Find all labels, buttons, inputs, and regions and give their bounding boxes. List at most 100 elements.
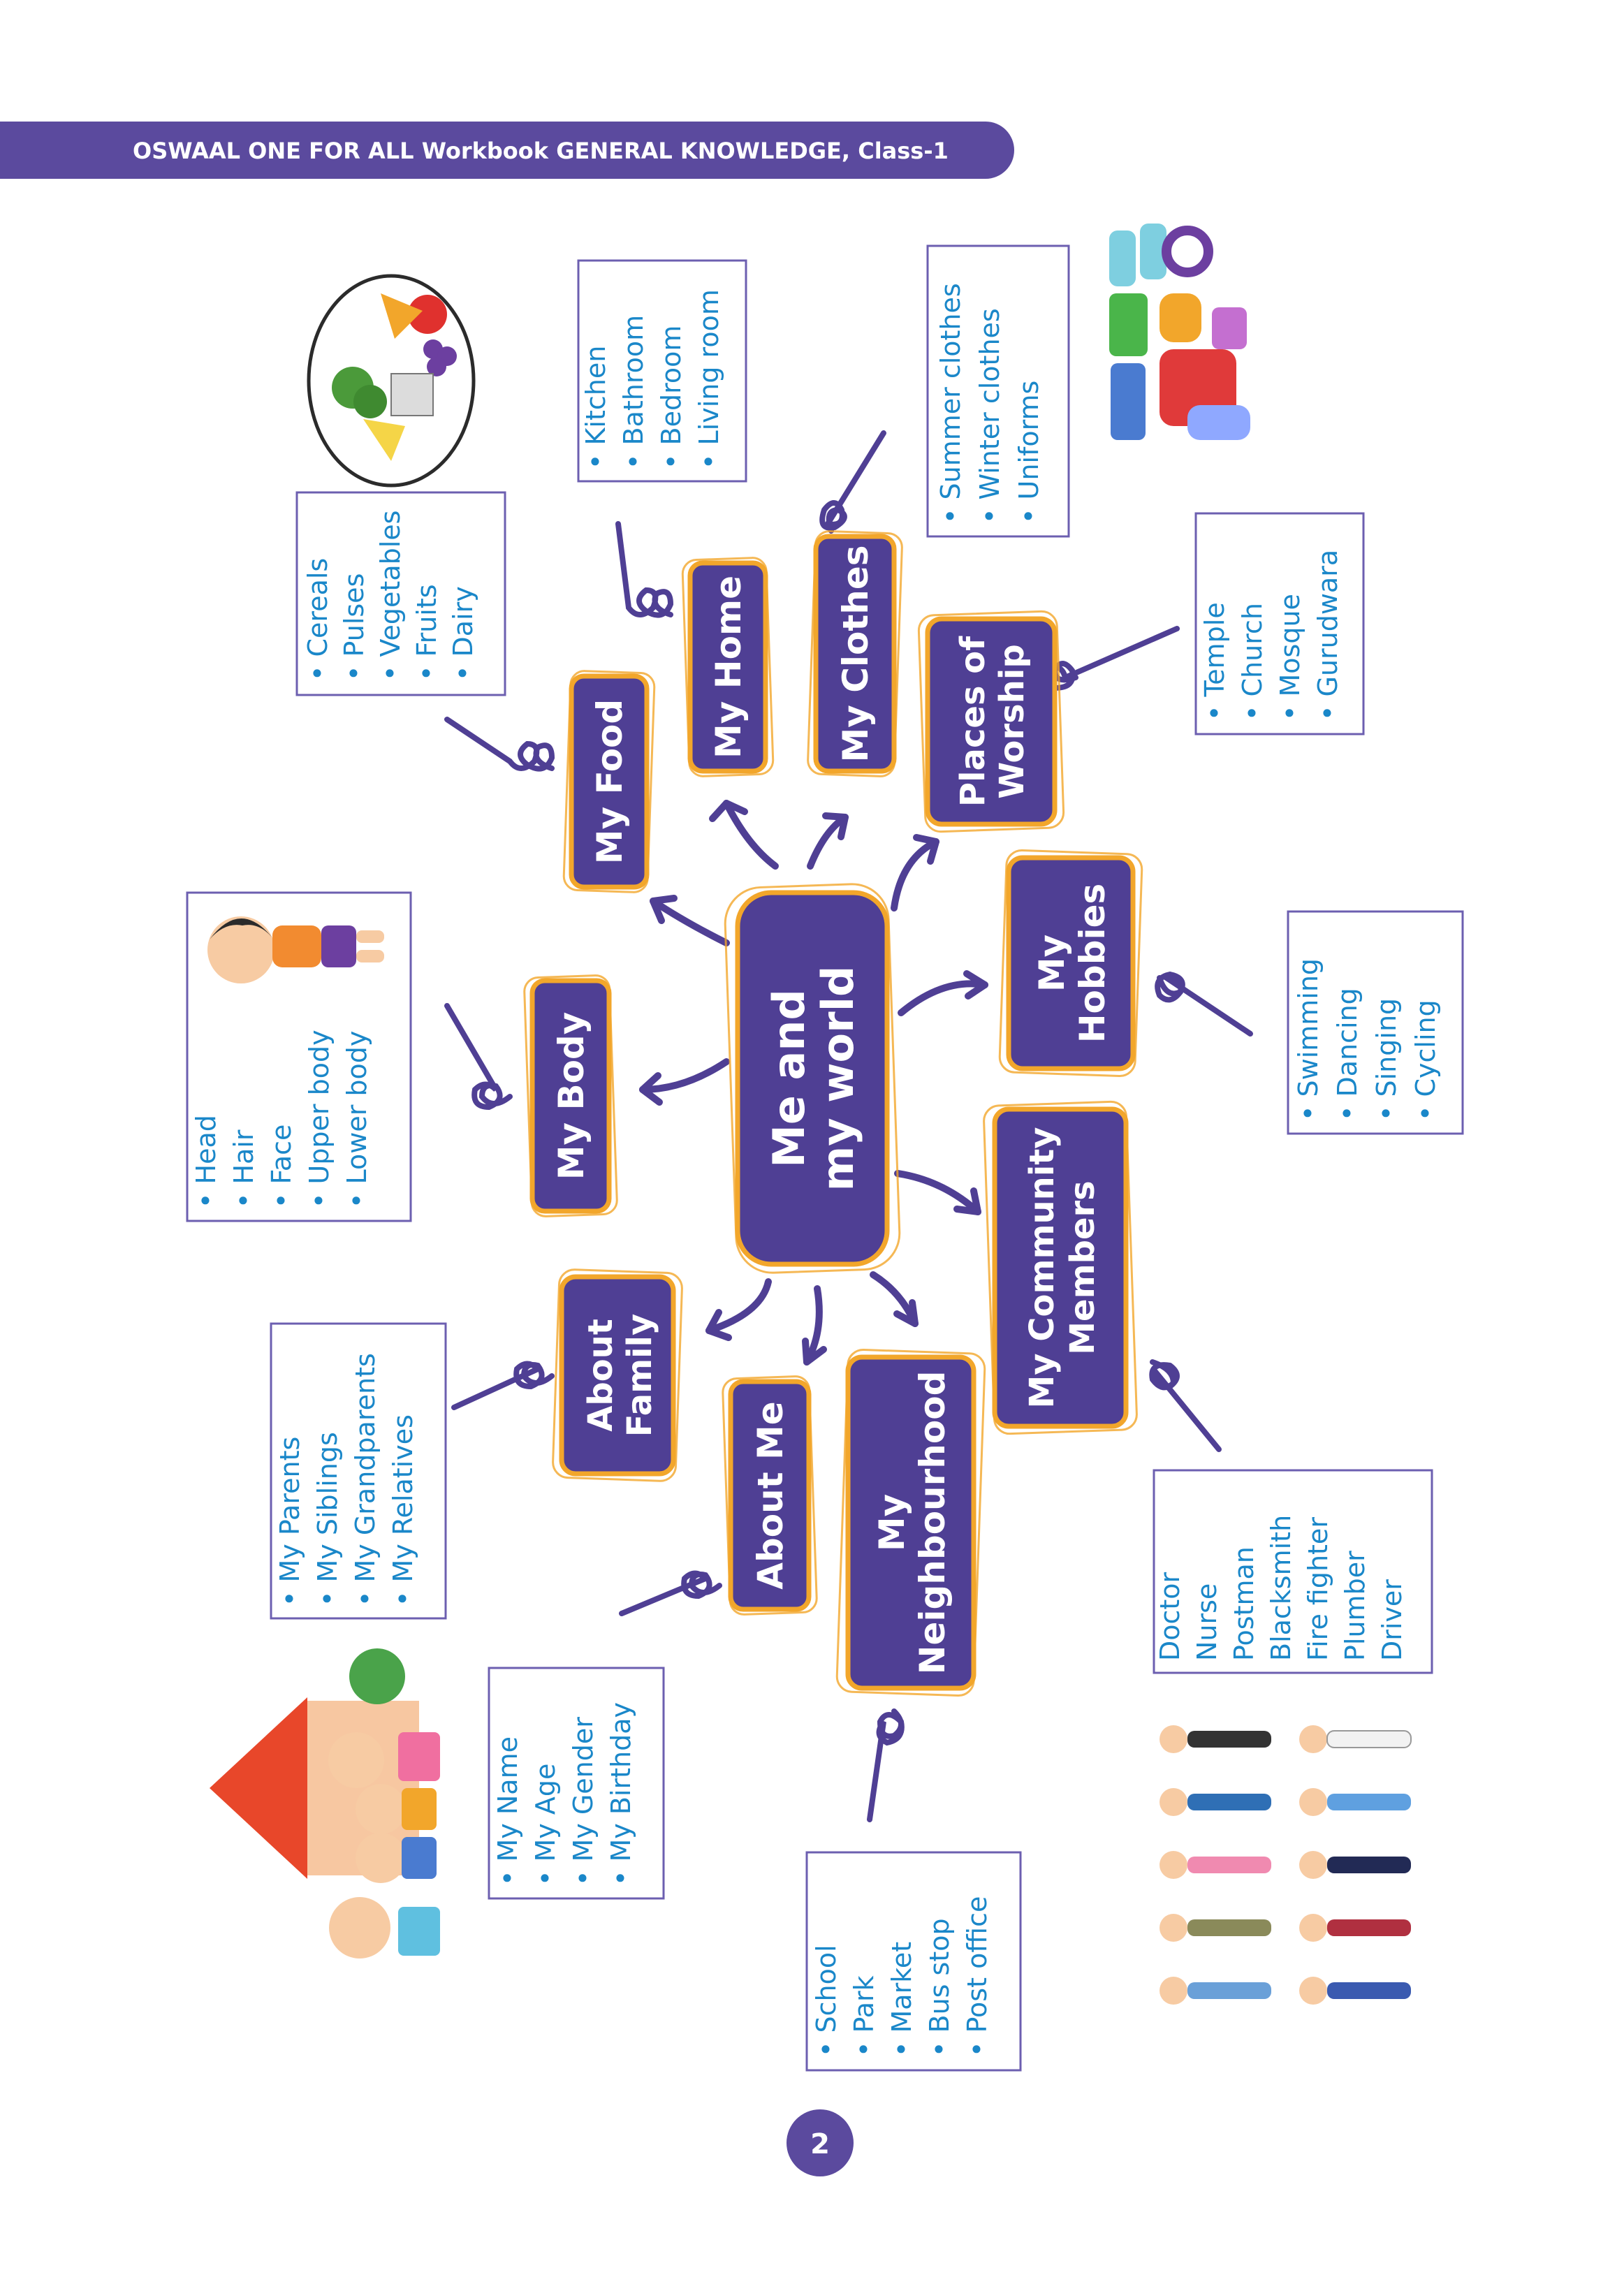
curl-about-me bbox=[619, 1570, 722, 1616]
list-community-item: Postman bbox=[1229, 1546, 1259, 1661]
arrow-to-places-of-worship bbox=[891, 838, 939, 912]
center-line1: Me and bbox=[763, 989, 814, 1168]
arrow-to-my-hobbies bbox=[898, 980, 988, 1016]
list-community-item: Fire fighter bbox=[1303, 1517, 1333, 1661]
list-neighbourhood-item: • Market bbox=[886, 1942, 917, 2057]
list-family-item: • My Siblings bbox=[312, 1432, 343, 1606]
node-my-hobbies-line2: Hobbies bbox=[1072, 884, 1113, 1044]
node-about-me: About Me bbox=[722, 1375, 818, 1616]
list-body: • Head • Hair • Face • Upper body • Lowe… bbox=[186, 891, 412, 1222]
list-worship-item: • Church bbox=[1237, 603, 1268, 721]
list-food: • Cereals • Pulses • Vegetables • Fruits… bbox=[295, 491, 506, 696]
list-family: • My Parents • My Siblings • My Grandpar… bbox=[270, 1322, 447, 1620]
arrow-to-my-food bbox=[650, 898, 730, 946]
list-home: • Kitchen • Bathroom • Bedroom • Living … bbox=[577, 259, 747, 483]
node-places-of-worship: Places of Worship bbox=[917, 610, 1065, 833]
header-title: OSWAAL ONE FOR ALL Workbook GENERAL KNOW… bbox=[133, 138, 949, 164]
curl-community bbox=[1149, 1359, 1222, 1452]
curl-home bbox=[615, 521, 674, 618]
list-clothes-item: • Uniforms bbox=[1014, 381, 1044, 524]
list-community-item: Nurse bbox=[1192, 1583, 1222, 1661]
list-about-me-item: • My Birthday bbox=[606, 1702, 636, 1886]
list-neighbourhood-item: • Post office bbox=[962, 1896, 993, 2057]
list-family-item: • My Relatives bbox=[388, 1414, 418, 1606]
clothes-illustration bbox=[1109, 224, 1250, 440]
list-food-item: • Fruits bbox=[411, 584, 442, 681]
list-worship-item: • Mosque bbox=[1275, 594, 1305, 721]
arrow-to-my-community bbox=[894, 1170, 981, 1215]
list-family-item: • My Parents bbox=[275, 1437, 305, 1606]
list-food-item: • Vegetables bbox=[375, 511, 406, 681]
node-my-neighbourhood-line1: My bbox=[872, 1494, 912, 1551]
curl-neighbourhood bbox=[867, 1708, 905, 1822]
list-food-item: • Dairy bbox=[448, 586, 478, 681]
curl-clothes bbox=[819, 430, 886, 534]
node-my-neighbourhood-line2: Neighbourhood bbox=[912, 1371, 953, 1675]
curl-worship bbox=[1042, 626, 1180, 691]
list-family-item: • My Grandparents bbox=[350, 1353, 381, 1606]
list-about-me-item: • My Gender bbox=[568, 1717, 599, 1886]
node-my-hobbies: My Hobbies bbox=[998, 849, 1143, 1078]
list-about-me-item: • My Name bbox=[492, 1736, 523, 1886]
center-line2: my world bbox=[812, 966, 863, 1192]
list-community-item: Blacksmith bbox=[1266, 1515, 1296, 1661]
list-neighbourhood-item: • Bus stop bbox=[924, 1918, 955, 2057]
node-my-community-line2: Members bbox=[1063, 1180, 1102, 1355]
node-my-food: My Food bbox=[562, 670, 656, 893]
list-hobbies-item: • Singing bbox=[1371, 998, 1402, 1121]
node-my-body-label: My Body bbox=[551, 1012, 592, 1180]
node-my-community-line1: My Community bbox=[1023, 1127, 1062, 1408]
list-home-item: • Bedroom bbox=[656, 325, 687, 469]
child-illustration bbox=[207, 916, 384, 983]
node-about-family-line1: About bbox=[581, 1319, 620, 1432]
list-community-item: Driver bbox=[1377, 1579, 1407, 1661]
node-my-clothes: My Clothes bbox=[807, 530, 903, 777]
list-about-me-item: • My Age bbox=[530, 1764, 561, 1886]
arrow-to-about-family bbox=[705, 1278, 772, 1334]
list-community-item: Doctor bbox=[1155, 1572, 1185, 1661]
node-places-of-worship-line1: Places of bbox=[953, 636, 993, 807]
curl-hobbies bbox=[1155, 971, 1253, 1037]
curl-family bbox=[451, 1361, 555, 1410]
arrow-to-my-body bbox=[639, 1058, 730, 1093]
header-bar bbox=[0, 122, 1014, 179]
list-body-item: • Lower body bbox=[342, 1031, 372, 1208]
curl-body bbox=[444, 1003, 513, 1111]
list-food-item: • Pulses bbox=[339, 573, 370, 681]
list-community-item: Plumber bbox=[1340, 1551, 1370, 1661]
node-my-neighbourhood: My Neighbourhood bbox=[835, 1348, 986, 1697]
curl-food bbox=[444, 717, 555, 772]
list-clothes-item: • Winter clothes bbox=[974, 308, 1005, 524]
node-my-clothes-label: My Clothes bbox=[835, 545, 876, 762]
family-illustration bbox=[210, 1648, 440, 1959]
list-home-item: • Living room bbox=[694, 289, 724, 469]
connector-arrows bbox=[639, 800, 988, 1366]
node-my-food-label: My Food bbox=[590, 699, 630, 864]
list-clothes: • Summer clothes • Winter clothes • Unif… bbox=[926, 244, 1070, 538]
arrow-to-my-clothes bbox=[807, 814, 849, 870]
list-clothes-item: • Summer clothes bbox=[935, 283, 966, 524]
node-my-home: My Home bbox=[681, 557, 775, 777]
list-body-item: • Hair bbox=[228, 1129, 259, 1208]
food-plate-illustration bbox=[307, 274, 476, 488]
node-about-family-line2: Family bbox=[620, 1314, 659, 1437]
list-neighbourhood-item: • Park bbox=[849, 1975, 879, 2057]
node-about-me-label: About Me bbox=[750, 1401, 791, 1589]
list-body-item: • Head bbox=[191, 1115, 221, 1208]
list-neighbourhood: • School • Park • Market • Bus stop • Po… bbox=[805, 1851, 1022, 2072]
list-home-item: • Bathroom bbox=[618, 315, 649, 469]
node-about-family: About Family bbox=[552, 1268, 683, 1482]
page-number-text: 2 bbox=[810, 2128, 830, 2160]
list-community: Doctor Nurse Postman Blacksmith Fire fig… bbox=[1153, 1469, 1433, 1674]
list-hobbies: • Swimming • Dancing • Singing • Cycling bbox=[1287, 910, 1464, 1135]
list-hobbies-item: • Cycling bbox=[1410, 1000, 1441, 1121]
node-my-hobbies-line1: My bbox=[1032, 935, 1072, 992]
list-home-item: • Kitchen bbox=[580, 346, 611, 469]
list-food-item: • Cereals bbox=[302, 558, 333, 681]
node-my-body: My Body bbox=[523, 974, 618, 1217]
list-body-item: • Upper body bbox=[304, 1030, 335, 1208]
list-neighbourhood-item: • School bbox=[811, 1945, 842, 2057]
page-number: 2 bbox=[787, 2109, 854, 2176]
node-my-community: My Community Members bbox=[983, 1100, 1138, 1435]
